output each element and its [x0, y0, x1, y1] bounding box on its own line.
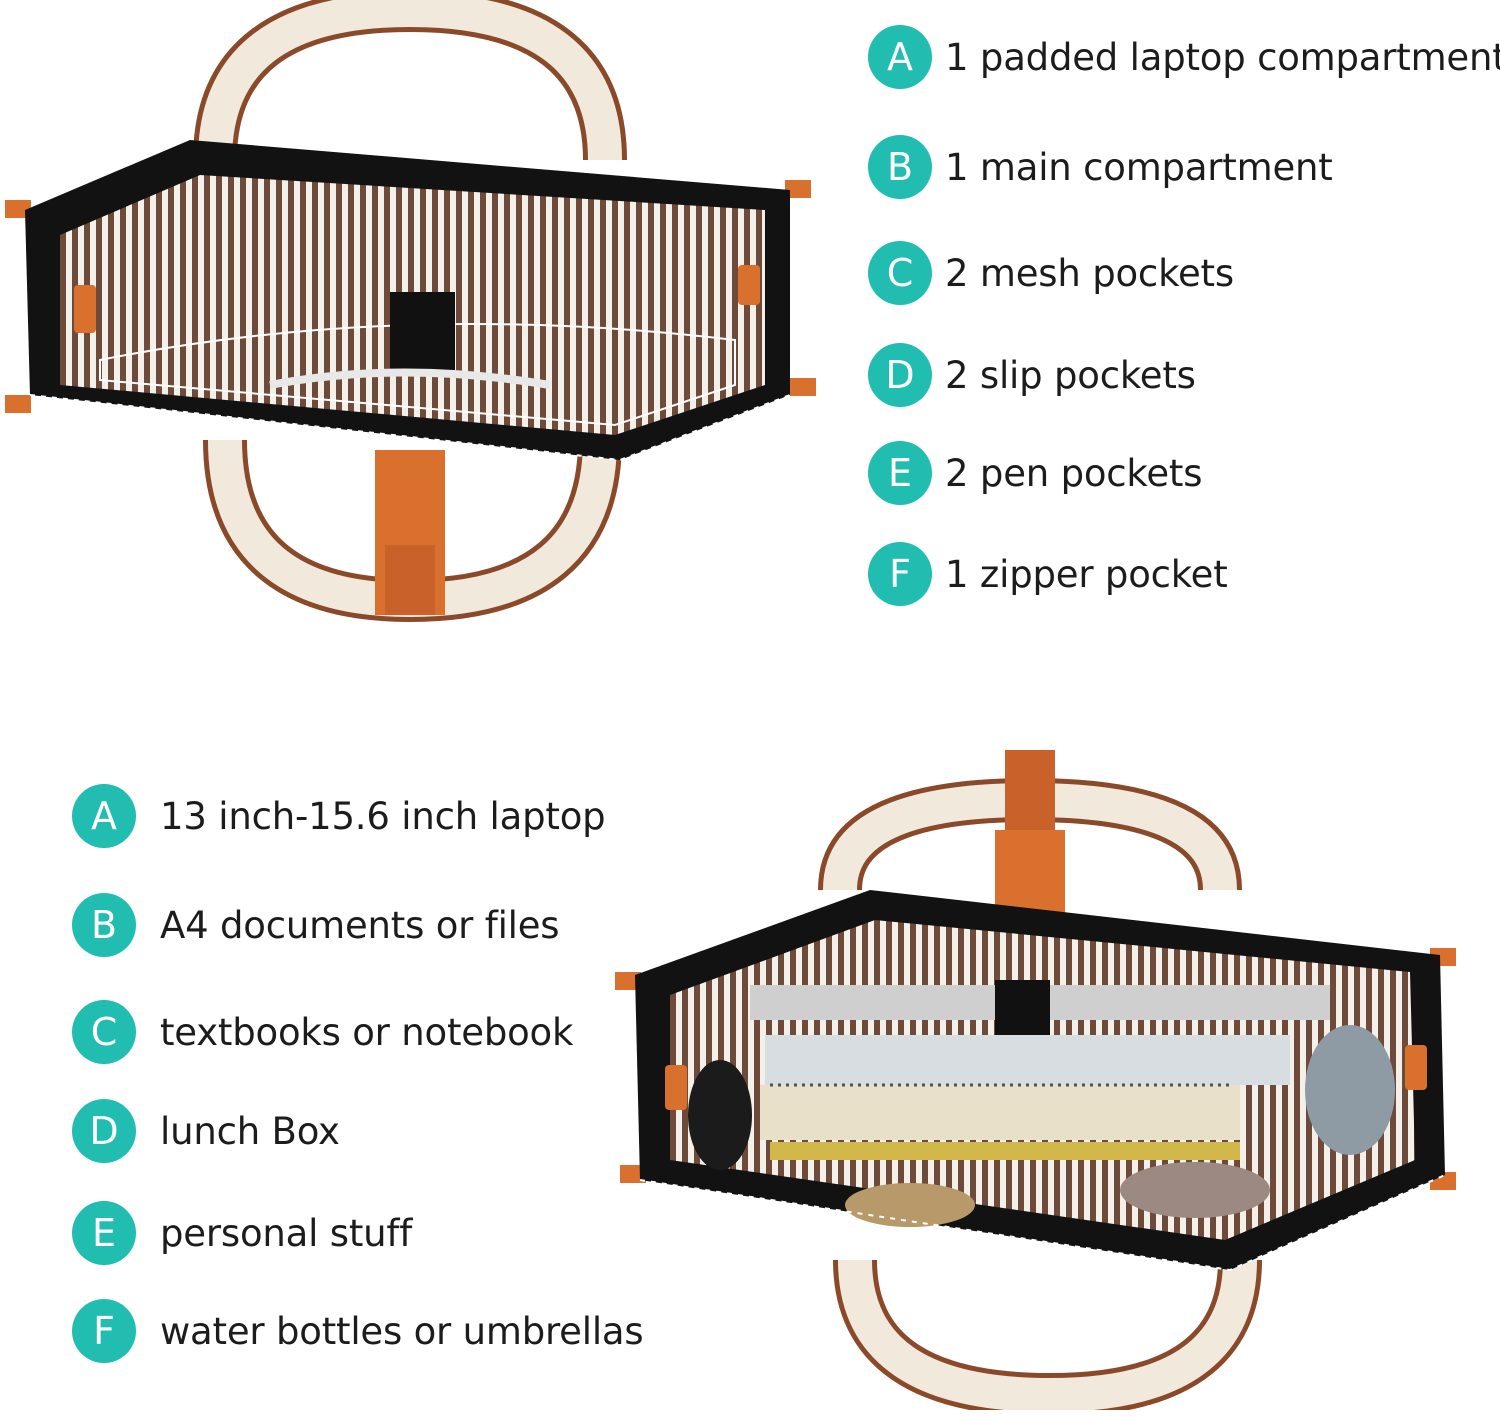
letter-badge: E [868, 441, 932, 505]
letter-badge: F [868, 542, 932, 606]
feature-label: 1 padded laptop compartment [945, 35, 1500, 79]
feature-item-d: D 2 slip pockets [868, 342, 1196, 408]
feature-label: 2 mesh pockets [945, 251, 1234, 295]
feature-label: A4 documents or files [160, 903, 560, 947]
letter-badge: F [72, 1299, 136, 1363]
feature-label: 2 pen pockets [945, 451, 1203, 495]
letter-badge: D [72, 1099, 136, 1163]
feature-label: 1 main compartment [945, 145, 1333, 189]
letter-badge: A [868, 25, 932, 89]
letter-badge: B [72, 893, 136, 957]
letter-badge: A [72, 784, 136, 848]
bag-bottom-image [610, 740, 1470, 1410]
feature-label: textbooks or notebook [160, 1010, 574, 1054]
feature-label: personal stuff [160, 1211, 413, 1255]
feature-label: 1 zipper pocket [945, 552, 1228, 596]
feature-label: lunch Box [160, 1109, 340, 1153]
feature-item-b: B 1 main compartment [868, 134, 1333, 200]
feature-item-c: C 2 mesh pockets [868, 240, 1234, 306]
feature-label: 13 inch-15.6 inch laptop [160, 794, 606, 838]
feature-item-e: E personal stuff [72, 1200, 412, 1266]
letter-badge: C [868, 241, 932, 305]
feature-label: water bottles or umbrellas [160, 1309, 644, 1353]
feature-item-c: C textbooks or notebook [72, 999, 573, 1065]
letter-badge: C [72, 1000, 136, 1064]
feature-item-a: A 13 inch-15.6 inch laptop [72, 783, 606, 849]
feature-item-a: A 1 padded laptop compartment [868, 24, 1500, 90]
letter-badge: B [868, 135, 932, 199]
feature-item-f: F water bottles or umbrellas [72, 1298, 644, 1364]
feature-label: 2 slip pockets [945, 353, 1196, 397]
letter-badge: D [868, 343, 932, 407]
letter-badge: E [72, 1201, 136, 1265]
feature-item-f: F 1 zipper pocket [868, 541, 1228, 607]
feature-item-b: B A4 documents or files [72, 892, 560, 958]
bag-top-image [0, 0, 820, 625]
feature-item-e: E 2 pen pockets [868, 440, 1202, 506]
feature-item-d: D lunch Box [72, 1098, 340, 1164]
